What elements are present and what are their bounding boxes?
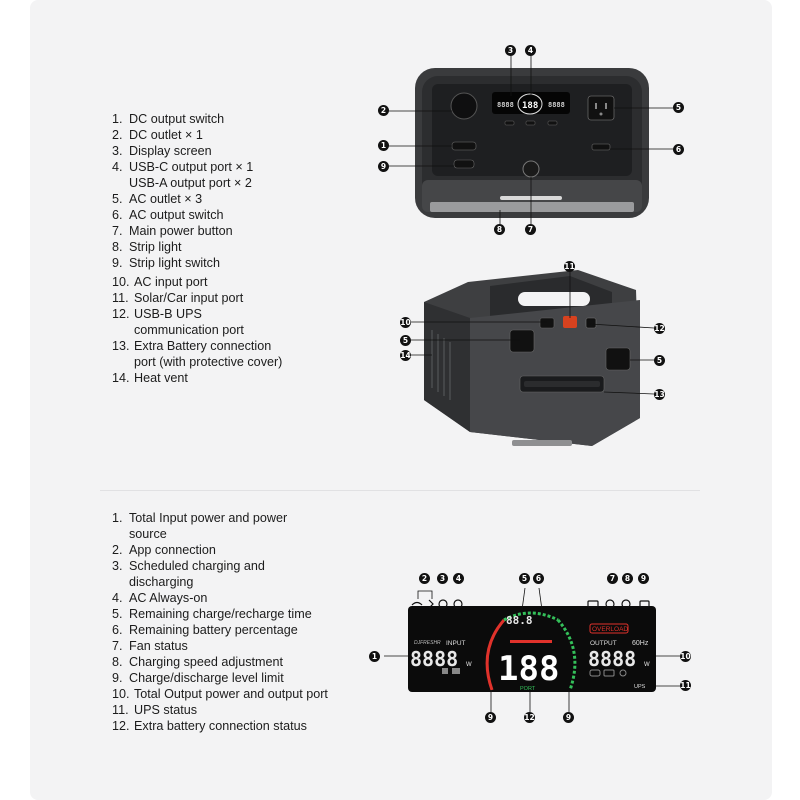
list-item: 9.Charge/discharge level limit — [112, 671, 284, 685]
marker-6-lcd: 6 — [533, 573, 544, 584]
lcd-center-gauge: 88.8 188 PORT — [485, 611, 577, 692]
list-item: 1.DC output switch — [112, 112, 225, 126]
bluetooth-icon — [428, 599, 434, 609]
marker-10: 10 — [400, 317, 411, 328]
marker-2: 2 — [378, 105, 389, 116]
marker-9-lcd-top: 9 — [638, 573, 649, 584]
marker-9-lcd-left: 9 — [485, 712, 496, 723]
list-item: 10.AC input port — [112, 275, 208, 289]
marker-5-back-right: 5 — [654, 355, 665, 366]
list-item: 4.AC Always-on — [112, 591, 208, 605]
list-item: 11.Solar/Car input port — [112, 291, 244, 305]
marker-9: 9 — [378, 161, 389, 172]
marker-14: 14 — [400, 350, 411, 361]
list-item: 5.Remaining charge/recharge time — [112, 607, 312, 621]
svg-text:OVERLOAD: OVERLOAD — [592, 626, 628, 633]
svg-text:188: 188 — [522, 101, 538, 111]
lcd-top-icons — [411, 599, 650, 609]
dc-output-switch — [450, 92, 478, 151]
svg-text:PORT: PORT — [520, 686, 536, 692]
list-item: 8.Strip light — [112, 240, 182, 254]
marker-1-lcd: 1 — [369, 651, 380, 662]
section-divider — [100, 490, 700, 491]
svg-text:188: 188 — [498, 649, 559, 689]
marker-5: 5 — [673, 102, 684, 113]
product-feature-list: 1.DC output switch 2.DC outlet × 1 3.Dis… — [112, 111, 282, 386]
svg-text:8888: 8888 — [497, 101, 514, 109]
svg-text:88.8: 88.8 — [506, 614, 533, 627]
list-item: 11.UPS status — [112, 703, 197, 717]
marker-11-lcd: 11 — [680, 680, 691, 691]
marker-5-lcd: 5 — [519, 573, 530, 584]
ac-outlet — [587, 95, 615, 151]
back-ports — [509, 316, 631, 393]
list-item: 7.Fan status — [112, 639, 188, 653]
svg-text:60Hz: 60Hz — [632, 640, 649, 647]
list-item: 2.App connection — [112, 543, 216, 557]
list-item: 12.Extra battery connection status — [112, 719, 307, 733]
svg-text:8888: 8888 — [410, 647, 458, 671]
marker-4-lcd: 4 — [453, 573, 464, 584]
svg-text:UPS: UPS — [634, 684, 646, 690]
marker-10-lcd: 10 — [680, 651, 691, 662]
marker-3-lcd: 3 — [437, 573, 448, 584]
marker-1: 1 — [378, 140, 389, 151]
list-item: 7.Main power button — [112, 224, 233, 238]
lcd-output-section: OVERLOAD OUTPUT 60Hz 8888 W UPS — [588, 623, 650, 690]
svg-text:W: W — [644, 662, 650, 668]
back-leader-lines — [411, 272, 655, 395]
marker-5-back-left: 5 — [400, 335, 411, 346]
usb-ports — [504, 120, 558, 126]
svg-text:W: W — [466, 662, 472, 668]
svg-text:OUTPUT: OUTPUT — [590, 640, 617, 647]
svg-text:8888: 8888 — [588, 647, 636, 671]
list-item: 5.AC outlet × 3 — [112, 192, 203, 206]
list-item: 3.Display screen — [112, 144, 212, 158]
marker-4: 4 — [525, 45, 536, 56]
svg-text:DJFRESHR: DJFRESHR — [414, 640, 441, 646]
marker-8: 8 — [494, 224, 505, 235]
marker-6: 6 — [673, 144, 684, 155]
list-item: 6.AC output switch — [112, 208, 224, 222]
battery-level-icon — [587, 600, 599, 608]
marker-11: 11 — [564, 261, 575, 272]
lcd-input-section: DJFRESHR INPUT 8888 W — [410, 640, 472, 674]
list-item: 6.Remaining battery percentage — [112, 623, 298, 637]
marker-7: 7 — [525, 224, 536, 235]
svg-text:INPUT: INPUT — [446, 640, 466, 647]
list-item: 2.DC outlet × 1 — [112, 128, 203, 142]
front-lower-controls — [453, 159, 540, 178]
list-item: 14.Heat vent — [112, 371, 188, 385]
marker-3: 3 — [505, 45, 516, 56]
list-item: 10.Total Output power and output port — [112, 687, 328, 701]
clock-icon — [438, 599, 448, 609]
lcd-leader-lines — [384, 587, 680, 712]
wifi-icon — [411, 601, 423, 606]
marker-12: 12 — [654, 323, 665, 334]
front-leader-lines — [389, 56, 673, 224]
list-item: 9.Strip light switch — [112, 256, 220, 270]
marker-13: 13 — [654, 389, 665, 400]
limit-icon — [639, 600, 650, 608]
marker-7-lcd: 7 — [607, 573, 618, 584]
marker-2-lcd: 2 — [419, 573, 430, 584]
fan-icon — [605, 599, 615, 609]
marker-12-lcd: 12 — [524, 712, 535, 723]
marker-8-lcd: 8 — [622, 573, 633, 584]
ac-always-on-icon — [453, 599, 463, 609]
list-item: 8.Charging speed adjustment — [112, 655, 284, 669]
svg-text:8888: 8888 — [548, 101, 565, 109]
display-screen: 8888 188 8888 — [492, 92, 570, 115]
speed-icon — [621, 599, 631, 609]
marker-9-lcd-right: 9 — [563, 712, 574, 723]
